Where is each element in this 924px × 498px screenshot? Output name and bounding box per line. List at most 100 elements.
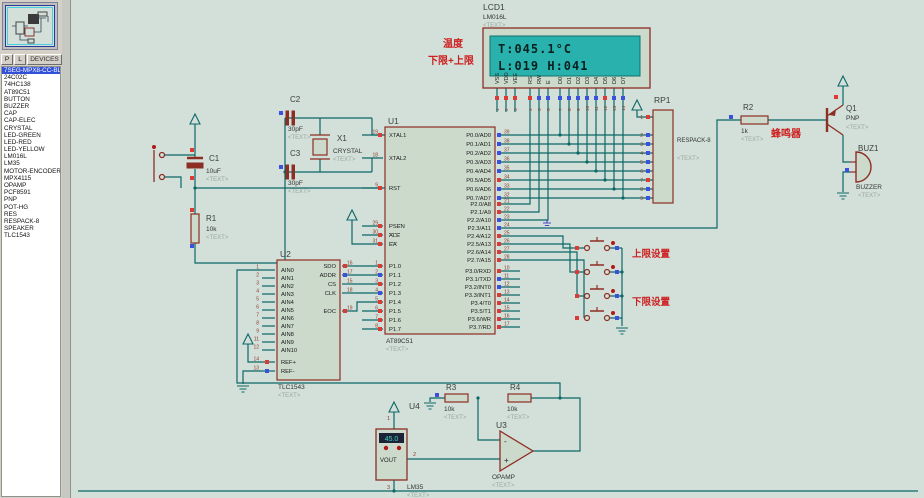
device-list-item[interactable]: 74HC138 <box>4 81 31 89</box>
device-list-item[interactable]: LM016L <box>4 153 27 161</box>
pin-terminal-square <box>497 309 501 313</box>
device-list-item[interactable]: CRYSTAL <box>4 124 33 132</box>
push-button[interactable] <box>575 285 619 300</box>
c3-plate2[interactable] <box>291 164 295 180</box>
q1-pnp[interactable] <box>825 104 844 136</box>
pin-number: 3 <box>375 279 378 285</box>
device-list-item[interactable]: PCF8591 <box>4 189 31 197</box>
pin-label: XTAL2 <box>389 156 406 162</box>
device-list-item[interactable]: CAP <box>4 110 17 118</box>
device-list-item[interactable]: 24C02C <box>4 74 28 82</box>
pin-label: VEE <box>513 73 519 84</box>
device-list[interactable]: 7SEG-MPX8-CC-BLUE24C02C74HC138AT89C51BUT… <box>1 66 61 497</box>
pin-number: 33 <box>504 184 510 190</box>
device-list-item[interactable]: LM35 <box>4 160 20 168</box>
push-button[interactable] <box>575 237 619 252</box>
rp1-body[interactable] <box>652 109 674 204</box>
device-list-item[interactable]: TLC1543 <box>4 232 30 240</box>
u4-increment-button[interactable] <box>396 445 402 451</box>
pin-number: 37 <box>504 148 510 154</box>
pin-label: PSEN <box>389 224 405 230</box>
device-list-item[interactable]: LED-YELLOW <box>4 146 45 154</box>
device-list-item[interactable]: RES <box>4 210 17 218</box>
pin-terminal-square <box>646 151 650 155</box>
schematic-canvas[interactable]: U1 AT89C51 <TEXT> U2 TLC1543 <TEXT> T:04… <box>70 0 924 498</box>
device-list-item[interactable]: MOTOR-ENCODER <box>4 167 60 175</box>
r3-body[interactable] <box>444 393 469 403</box>
r1-text: <TEXT> <box>206 235 229 241</box>
lcd1-line2: L:019 H:041 <box>498 59 588 73</box>
pin-label: D4 <box>594 77 600 84</box>
device-list-item[interactable]: SPEAKER <box>4 225 34 233</box>
buz1-buzzer[interactable] <box>850 151 872 183</box>
pin-label: RS <box>528 76 534 84</box>
pin-label: RST <box>389 186 401 192</box>
r1-body[interactable] <box>190 213 200 244</box>
device-list-item[interactable]: BUTTON <box>4 95 30 103</box>
annotation-buzzer: 蜂鸣器 <box>771 127 802 140</box>
device-list-item[interactable]: BUZZER <box>4 102 30 110</box>
pin-terminal-square <box>497 187 501 191</box>
pin-terminal-square <box>378 282 382 286</box>
capacitors[interactable] <box>186 110 295 180</box>
device-list-item[interactable]: POT-HG <box>4 203 29 211</box>
pin-terminal-square <box>378 318 382 322</box>
push-button[interactable] <box>575 261 619 276</box>
pin-label: P2.4/A12 <box>467 234 491 240</box>
push-button[interactable] <box>575 307 619 322</box>
u2-tlc1543-body[interactable] <box>276 259 341 381</box>
u3-minus-input: - <box>504 437 507 446</box>
device-list-item[interactable]: LED-RED <box>4 138 32 146</box>
device-list-item[interactable]: LED-GREEN <box>4 131 41 139</box>
pin-label: P0.3/AD3 <box>466 160 491 166</box>
ground-icon <box>424 402 436 410</box>
pin-label: P2.1/A9 <box>470 210 491 216</box>
pick-devices-button[interactable]: P <box>1 54 13 65</box>
pin-number: 1 <box>375 261 378 267</box>
pin-label: AIN1 <box>281 276 294 282</box>
pin-number: 39 <box>504 130 510 136</box>
r4-body[interactable] <box>507 393 532 403</box>
library-button[interactable]: L <box>14 54 26 65</box>
u4-decrement-button[interactable] <box>383 445 389 451</box>
pin-number: 7 <box>256 313 259 319</box>
buz1-ref: BUZ1 <box>858 144 879 153</box>
pin-number: 18 <box>372 153 378 159</box>
device-list-item[interactable]: MPX4115 <box>4 174 32 182</box>
device-list-item[interactable]: 7SEG-MPX8-CC-BLUE <box>2 67 60 75</box>
device-list-item[interactable]: RESPACK-8 <box>4 217 40 225</box>
device-list-item[interactable]: CAP-ELEC <box>4 117 36 125</box>
pin-terminal-square <box>497 234 501 238</box>
device-list-item[interactable]: OPAMP <box>4 182 27 189</box>
pin-terminal-square <box>646 115 650 119</box>
u3-opamp-body[interactable] <box>499 429 535 473</box>
pin-terminal-square <box>343 264 347 268</box>
pin-number: 12 <box>504 282 510 288</box>
c3-plate[interactable] <box>285 164 289 180</box>
pin-terminal-square <box>497 301 501 305</box>
c1-plate2[interactable] <box>186 162 204 169</box>
u2-value: TLC1543 <box>278 384 305 391</box>
u1-at89c51-body[interactable] <box>384 126 496 335</box>
device-list-item[interactable]: AT89C51 <box>4 88 31 96</box>
c2-plate[interactable] <box>285 110 289 126</box>
pin-label: P3.2/INT0 <box>465 285 491 291</box>
resistors[interactable] <box>190 115 769 403</box>
pin-label: P0.5/AD5 <box>466 178 491 184</box>
pin-number: 11 <box>504 274 509 280</box>
lcd1-line1: T:045.1°C <box>498 42 572 56</box>
device-list-item[interactable]: PNP <box>4 196 17 204</box>
pin-terminal-square <box>378 327 382 331</box>
pin-label: D3 <box>585 77 591 84</box>
ground-icon <box>837 192 849 200</box>
pin-label: AIN6 <box>281 316 294 322</box>
pin-terminal-square <box>497 169 501 173</box>
reset-button-actuator[interactable] <box>152 145 156 149</box>
x1-text: <TEXT> <box>333 157 356 163</box>
pin-label: AIN3 <box>281 292 294 298</box>
reset-button[interactable] <box>152 145 166 182</box>
r2-body[interactable] <box>740 115 769 125</box>
x1-crystal[interactable] <box>310 134 330 160</box>
pin-number: 29 <box>372 221 378 227</box>
c2-plate2[interactable] <box>291 110 295 126</box>
